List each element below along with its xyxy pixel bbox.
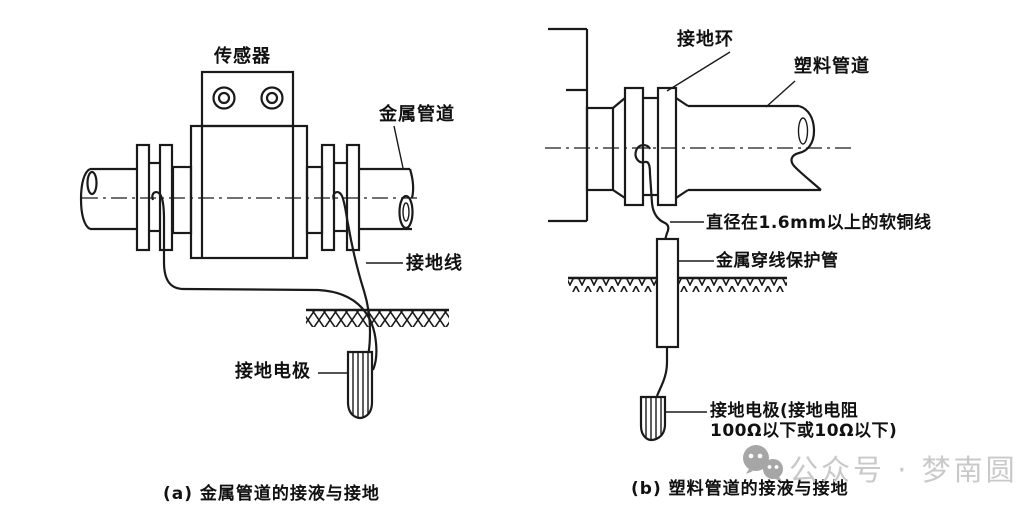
cable-gland-left: [212, 86, 236, 110]
label-ground-wire: 接地线: [406, 253, 463, 274]
metal-pipe-right: [359, 167, 415, 231]
flange-left: [135, 143, 174, 252]
sensor-bracket: [548, 27, 626, 223]
copper-wire-lower: [655, 347, 669, 397]
leader-lines-a: [318, 125, 404, 374]
label-conduit: 金属穿线保护管: [716, 251, 839, 271]
sensor-body: [171, 124, 324, 260]
ground-electrode-a: [346, 350, 374, 420]
label-sensor: 传感器: [214, 46, 271, 67]
ground-surface-a: [306, 308, 449, 327]
label-plastic-pipe: 塑料管道: [794, 56, 870, 77]
label-ground-ring: 接地环: [677, 29, 734, 50]
label-copper-wire: 直径在1.6mm以上的软铜线: [706, 213, 932, 233]
label-ground-electrode-b-line2: 100Ω以下或10Ω以下): [710, 420, 898, 441]
figure-b-drawing: [545, 27, 856, 442]
sensor-terminal-box: [200, 70, 295, 128]
grounding-rings: [623, 86, 689, 207]
metal-pipe-left: [79, 167, 137, 231]
metal-conduit: [655, 237, 680, 349]
cable-gland-right: [260, 86, 284, 110]
label-metal-pipe: 金属管道: [379, 104, 455, 125]
label-ground-electrode-b-line1: 接地电极(接地电阻: [710, 401, 859, 421]
caption-figure-a: (a) 金属管道的接液与接地: [163, 484, 380, 504]
plastic-pipe: [688, 104, 822, 192]
label-ground-electrode-b: 接地电极(接地电阻 100Ω以下或10Ω以下): [710, 401, 898, 441]
watermark-text: 公众号 · 梦南圆: [789, 453, 1018, 487]
caption-figure-b: (b) 塑料管道的接液与接地: [631, 479, 849, 499]
ground-wire-a: [151, 190, 378, 371]
ground-electrode-b: [639, 395, 667, 442]
leader-lines-b: [666, 51, 796, 413]
figure-a-drawing: [79, 70, 449, 420]
copper-wire: [634, 144, 670, 241]
label-ground-electrode-a: 接地电极: [235, 361, 311, 382]
